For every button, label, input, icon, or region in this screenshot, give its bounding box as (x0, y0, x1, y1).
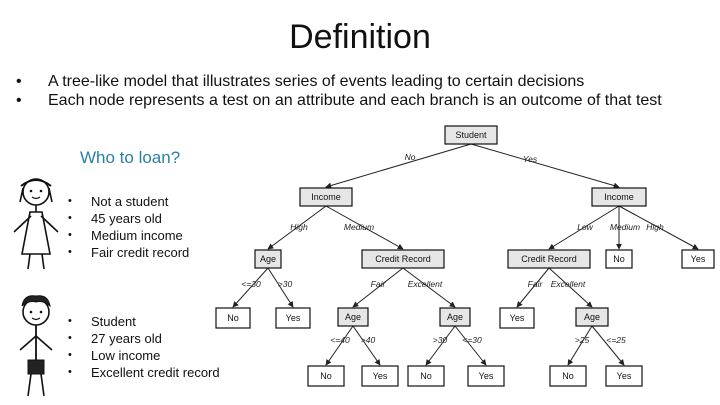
tree-node-age3: Age (439, 307, 471, 327)
tree-node-yes-a1: Yes (275, 307, 311, 329)
bullet-item: Each node represents a test on an attrib… (16, 91, 706, 110)
tree-edge (425, 325, 456, 366)
svg-text:Age: Age (584, 312, 600, 322)
tree-edge (352, 325, 381, 366)
svg-text:No: No (613, 254, 625, 264)
tree-node-no-age3: No (407, 365, 445, 387)
tree-node-income2: Income (591, 187, 647, 207)
edge-label-age3_le30: <=30 (462, 335, 482, 345)
edge-label-root_no: No (405, 152, 416, 162)
edge-label-inc1_high: High (290, 222, 308, 232)
svg-text:Credit Record: Credit Record (375, 254, 431, 264)
tree-edge (454, 325, 487, 366)
tree-edge (567, 325, 593, 366)
attribute-item: 45 years old (68, 210, 189, 227)
person-2-figure-icon (19, 295, 53, 397)
tree-edge (325, 325, 354, 366)
tree-edge (352, 267, 404, 308)
svg-text:Yes: Yes (286, 313, 301, 323)
tree-edge (591, 325, 625, 366)
svg-text:Yes: Yes (691, 254, 706, 264)
tree-edge (516, 267, 550, 308)
edge-label-cr1_excellent: Excellent (408, 279, 443, 289)
edge-label-inc2_high: High (646, 222, 664, 232)
attribute-item: Low income (68, 347, 220, 364)
attribute-item: 27 years old (68, 330, 220, 347)
tree-node-income1: Income (299, 187, 353, 207)
tree-edge (232, 267, 269, 308)
svg-text:Age: Age (345, 312, 361, 322)
edge-label-age1_gt30: >30 (278, 279, 293, 289)
svg-text:Yes: Yes (510, 313, 525, 323)
person-1-figure-icon (13, 178, 59, 270)
tree-node-no-age2: No (307, 365, 345, 387)
svg-text:No: No (420, 371, 432, 381)
edge-label-age4_le25: <=25 (606, 335, 626, 345)
edge-label-age2_le40: <=40 (330, 335, 350, 345)
edge-label-cr2_excellent: Excellent (551, 279, 586, 289)
tree-node-yes-c2: Yes (499, 307, 535, 329)
tree-edge (618, 205, 699, 250)
edge-label-age2_gt40: >40 (361, 335, 376, 345)
tree-node-root: Student (444, 125, 498, 145)
tree-edge (470, 143, 620, 189)
tree-node-yes-age2: Yes (361, 365, 399, 387)
page-title: Definition (289, 18, 431, 56)
svg-text:Age: Age (447, 312, 463, 322)
attribute-item: Fair credit record (68, 244, 189, 261)
tree-edge (548, 267, 593, 308)
attribute-item: Excellent credit record (68, 364, 220, 381)
svg-text:Yes: Yes (373, 371, 388, 381)
edge-label-cr2_fair: Fair (528, 279, 544, 289)
tree-node-yes-age3: Yes (467, 365, 505, 387)
edge-label-inc2_medium: Medium (610, 222, 640, 232)
tree-node-age4: Age (575, 307, 609, 327)
tree-edge (325, 143, 472, 189)
svg-text:Income: Income (604, 192, 634, 202)
svg-text:Age: Age (260, 254, 276, 264)
tree-node-no-a1: No (215, 307, 251, 329)
tree-node-no-age4: No (549, 365, 587, 387)
svg-text:Student: Student (455, 130, 487, 140)
bullet-item: A tree-like model that illustrates serie… (16, 72, 706, 91)
tree-edge (548, 205, 620, 250)
edge-label-root_yes: Yes (523, 154, 538, 164)
definition-bullets: A tree-like model that illustrates serie… (16, 72, 706, 110)
svg-text:Yes: Yes (479, 371, 494, 381)
tree-node-age1: Age (254, 249, 282, 269)
svg-text:No: No (227, 313, 239, 323)
edge-label-inc2_low: Low (577, 222, 593, 232)
question-heading: Who to loan? (80, 148, 181, 167)
tree-node-no1: No (605, 249, 633, 269)
tree-node-credit1: Credit Record (361, 249, 445, 269)
tree-edge (267, 267, 294, 308)
edge-label-age3_gt30: >30 (433, 335, 448, 345)
svg-text:No: No (320, 371, 332, 381)
edge-label-age1_le30: <=30 (241, 279, 261, 289)
tree-edge (325, 205, 404, 250)
svg-text:No: No (562, 371, 574, 381)
person-2-attributes: Student 27 years old Low income Excellen… (68, 313, 220, 381)
tree-node-yes-age4: Yes (605, 365, 643, 387)
edge-label-inc1_medium: Medium (344, 222, 374, 232)
attribute-item: Medium income (68, 227, 189, 244)
person-1-attributes: Not a student 45 years old Medium income… (68, 193, 189, 261)
svg-text:Credit Record: Credit Record (521, 254, 577, 264)
attribute-item: Student (68, 313, 220, 330)
tree-node-age2: Age (337, 307, 369, 327)
svg-text:Income: Income (311, 192, 341, 202)
edge-label-cr1_fair: Fair (371, 279, 387, 289)
edge-label-age4_gt25: >25 (575, 335, 590, 345)
tree-edge (267, 205, 327, 250)
tree-node-credit2: Credit Record (507, 249, 591, 269)
tree-node-yes-top: Yes (681, 249, 715, 269)
attribute-item: Not a student (68, 193, 189, 210)
svg-text:Yes: Yes (617, 371, 632, 381)
tree-edge (402, 267, 456, 308)
